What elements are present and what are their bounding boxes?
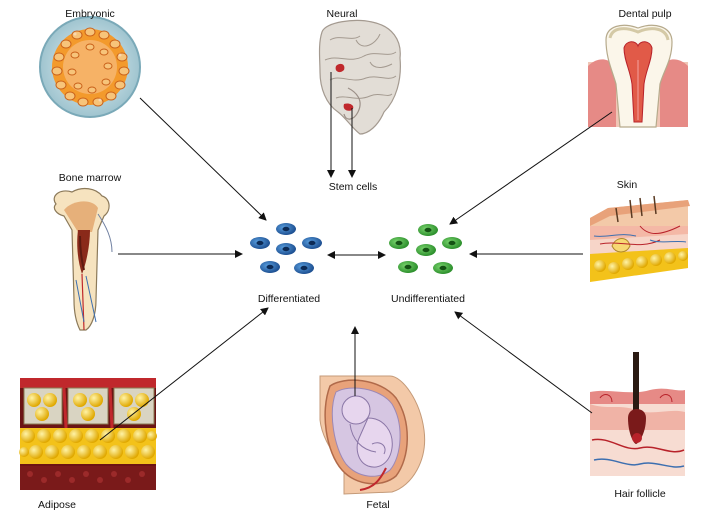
cell-green [418,224,438,236]
arrow-hair-follicle-to-undifferentiated [454,311,593,414]
cell-green [442,237,462,249]
neural-icon [318,19,401,135]
label-undifferentiated: Undifferentiated [391,293,465,305]
arrow-adipose-to-differentiated [99,307,269,441]
label-dental-pulp: Dental pulp [618,8,671,20]
label-fetal: Fetal [366,499,389,511]
cell-blue [302,237,322,249]
label-differentiated: Differentiated [258,293,320,305]
undifferentiated-cells-cluster [389,224,462,274]
cell-green [398,261,418,273]
embryonic-icon [39,16,141,118]
label-embryonic: Embryonic [65,8,115,20]
cell-blue [276,223,296,235]
cell-green [416,244,436,256]
cell-blue [260,261,280,273]
dental-pulp-icon [588,24,688,128]
cell-blue [250,237,270,249]
arrow-embryonic-to-differentiated [139,97,267,221]
cell-green [433,262,453,274]
arrow-dental-pulp-to-undifferentiated [449,111,613,225]
label-neural: Neural [327,8,358,20]
skin-icon [590,195,690,282]
label-skin: Skin [617,179,638,191]
bone-marrow-icon [53,187,113,331]
differentiated-cells-cluster [250,223,322,274]
cell-green [389,237,409,249]
fetal-icon [319,375,426,495]
label-adipose: Adipose [38,499,76,511]
label-hair-follicle: Hair follicle [614,488,666,500]
label-bone-marrow: Bone marrow [59,172,122,184]
hair-follicle-icon [590,352,685,476]
label-stem-cells: Stem cells [329,181,377,193]
cell-blue [276,243,296,255]
arrows [99,72,613,441]
cell-blue [294,262,314,274]
adipose-icon [19,378,157,490]
